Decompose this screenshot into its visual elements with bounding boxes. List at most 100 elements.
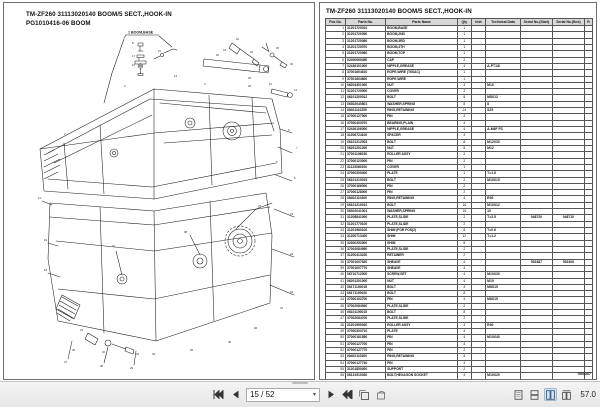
row-remark: [583, 157, 594, 165]
chevron-down-icon[interactable]: ▾: [312, 392, 316, 398]
row-qty: 4: [457, 359, 472, 367]
row-qty: 1: [457, 37, 472, 45]
first-page-button[interactable]: [212, 388, 225, 402]
svg-text:3: 3: [124, 84, 126, 88]
facing-with-cover-view-button[interactable]: [560, 388, 573, 401]
row-qty: 8: [457, 226, 472, 235]
page-number-input[interactable]: 15 / 52 ▾: [246, 387, 320, 402]
col-serial-start: Serial No.(Start): [519, 18, 553, 26]
row-qty: 1: [457, 43, 472, 52]
row-remark: [583, 220, 594, 229]
row-qty: 8: [457, 290, 472, 298]
row-qty: 2: [457, 182, 472, 191]
rotate-page-icon[interactable]: [375, 388, 388, 402]
svg-text:23: 23: [290, 252, 294, 256]
add-page-icon[interactable]: [358, 388, 371, 402]
row-remark: [583, 144, 594, 153]
svg-text:22: 22: [290, 290, 294, 294]
row-qty: 4: [457, 258, 472, 266]
view-mode-group: 57.0: [512, 382, 596, 407]
drawing-page[interactable]: TM-ZF260 31113020140 BOOM/5 SECT.,HOOK-I…: [3, 2, 315, 380]
row-qty: 2: [457, 214, 472, 222]
row-qty: 2: [457, 302, 472, 311]
row-qty: 4: [457, 132, 472, 140]
row-remark: [583, 163, 594, 172]
row-qty: 8: [457, 239, 472, 247]
last-page-button[interactable]: [341, 388, 354, 402]
previous-page-button[interactable]: [229, 388, 242, 402]
svg-text:31: 31: [80, 328, 83, 332]
row-qty: 4: [457, 353, 472, 361]
row-qty: 8: [457, 138, 472, 146]
parts-list-page[interactable]: TM-ZF260 31113020140 BOOM/5 SECT.,HOOK-I…: [319, 2, 597, 380]
facing-pages-view-button[interactable]: [544, 388, 558, 401]
row-qty: 4: [457, 296, 472, 304]
row-qty: 4: [457, 119, 472, 128]
row-remark: [583, 201, 594, 210]
single-page-view-button[interactable]: [512, 388, 525, 401]
row-remark: [583, 43, 594, 52]
row-remark: [583, 214, 594, 222]
svg-text:30: 30: [72, 348, 76, 352]
pages-area[interactable]: TM-ZF260 31113020140 BOOM/5 SECT.,HOOK-I…: [0, 0, 600, 381]
row-qty: 4: [457, 264, 472, 273]
viewer-toolbar: 15 / 52 ▾: [0, 381, 600, 407]
horizontal-scrollbar-nub[interactable]: [292, 382, 308, 384]
continuous-view-button[interactable]: [528, 388, 541, 401]
row-qty: 4: [457, 271, 472, 279]
row-remark: [583, 189, 594, 197]
svg-text:20: 20: [248, 84, 252, 88]
row-remark: [583, 132, 594, 140]
svg-text:2: 2: [64, 132, 66, 136]
row-qty: 4: [457, 334, 472, 342]
parts-table-wrap[interactable]: Pos No. Parts No. Parts Name Qty Unit Te…: [324, 18, 594, 379]
col-qty: Qty: [457, 18, 472, 26]
row-qty: 4: [457, 195, 472, 203]
row-remark: [583, 208, 594, 216]
row-qty: 2: [457, 151, 472, 159]
col-remark: R: [583, 18, 594, 26]
row-qty: 4: [457, 81, 472, 90]
row-qty: 2: [457, 346, 472, 355]
row-unit: [470, 378, 487, 379]
row-qty: 2: [457, 220, 472, 229]
next-page-button[interactable]: [324, 388, 337, 402]
row-qty: 2: [457, 88, 472, 96]
svg-text:18: 18: [44, 268, 48, 272]
row-qty: 2: [457, 176, 472, 184]
